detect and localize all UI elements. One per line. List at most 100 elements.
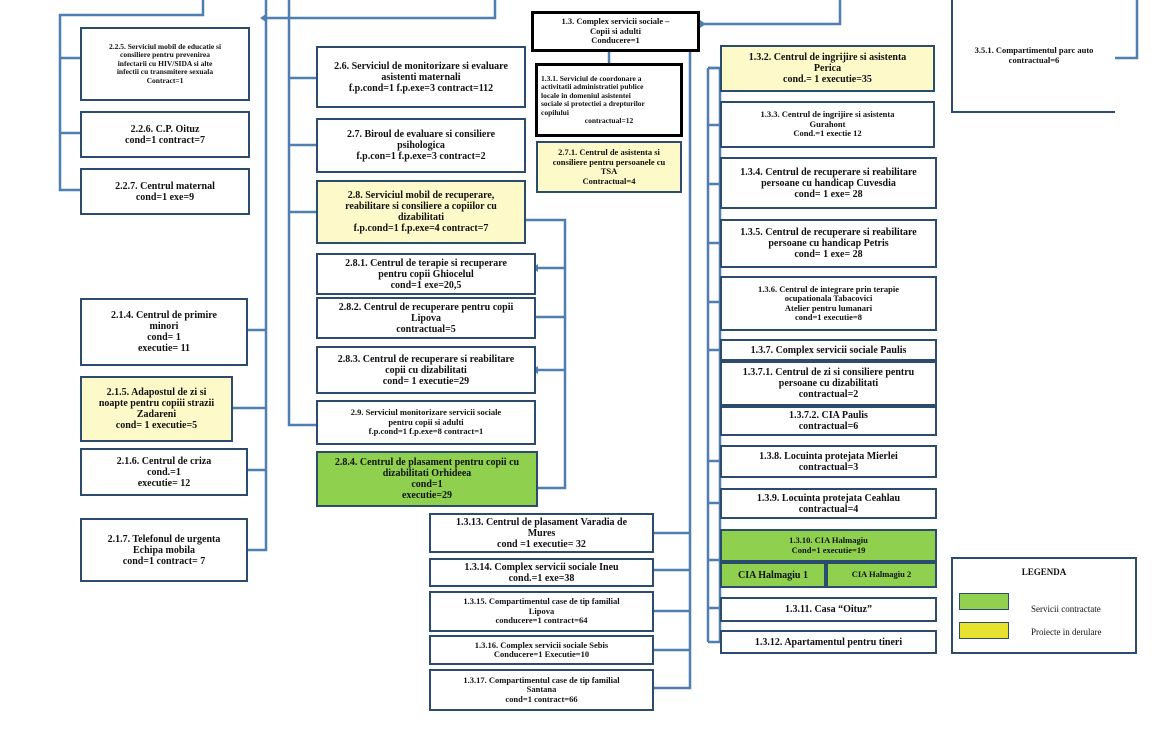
box-2-8-1-line-1: 2.8.1. Centrul de terapie si recuperare	[345, 257, 507, 269]
box-1-3-15-line-2: Lipova	[528, 605, 555, 616]
box-2-7: 2.7. Biroul de evaluare si consiliere ps…	[316, 118, 526, 173]
box-1-3-10-line-1: 1.3.10. CIA Halmagiu	[789, 535, 868, 545]
box-2-8-2: 2.8.2. Centrul de recuperare pentru copi…	[316, 297, 536, 339]
box-1-3-7-2: 1.3.7.2. CIA Paulis contractual=6	[720, 406, 937, 436]
box-2-6-line-3: f.p.cond=1 f.p.exe=3 contract=112	[348, 82, 494, 94]
box-1-3-17-line-3: cond=1 contract=66	[505, 693, 578, 704]
box-1-3-5-line-2: persoane cu handicap Petris	[768, 238, 889, 249]
box-2-9: 2.9. Serviciul monitorizare servicii soc…	[316, 400, 536, 445]
box-cia-halmagiu-2-label: CIA Halmagiu 2	[851, 569, 912, 580]
box-1-3-7-1-line-1: 1.3.7.1. Centrul de zi si consiliere pen…	[742, 367, 915, 378]
box-1-3-2-line-2: Perica	[813, 63, 842, 74]
box-2-2-7: 2.2.7. Centrul maternal cond=1 exe=9	[80, 168, 250, 215]
box-2-2-6-line-1: 2.2.6. C.P. Oituz	[130, 123, 200, 135]
box-2-8: 2.8. Serviciul mobil de recuperare, reab…	[316, 180, 526, 244]
box-1-3-12: 1.3.12. Apartamentul pentru tineri	[720, 630, 937, 654]
box-2-8-3-line-1: 2.8.3. Centrul de recuperare si reabilit…	[337, 353, 515, 365]
box-1-3-4: 1.3.4. Centrul de recuperare si reabilit…	[720, 157, 937, 209]
box-2-6: 2.6. Serviciul de monitorizare si evalua…	[316, 46, 526, 108]
box-2-8-4-line-3: cond=1	[411, 479, 443, 490]
box-1-3-3-line-3: Cond.=1 exectie 12	[793, 128, 862, 139]
box-2-7-line-1: 2.7. Biroul de evaluare si consiliere	[346, 129, 496, 140]
box-2-1-6: 2.1.6. Centrul de criza cond.=1 executie…	[80, 448, 248, 496]
box-1-3-2-line-3: cond.= 1 executie=35	[783, 74, 872, 85]
box-1-3-15-line-3: conducere=1 contract=64	[495, 615, 588, 626]
box-1-3: 1.3. Complex servicii sociale – Copii si…	[531, 11, 700, 52]
box-1-3-11: 1.3.11. Casa “Oituz”	[720, 597, 937, 622]
box-2-8-3-line-2: copii cu dizabilitati	[385, 364, 467, 376]
box-1-3-12-line-1: 1.3.12. Apartamentul pentru tineri	[754, 636, 903, 648]
box-1-3-1-line-5: copilului	[541, 107, 569, 117]
box-2-8-1-line-2: pentru copii Ghiocelul	[378, 268, 474, 280]
box-1-3-16: 1.3.16. Complex servicii sociale Sebis C…	[429, 635, 654, 665]
box-1-3-7-1: 1.3.7.1. Centrul de zi si consiliere pen…	[720, 361, 937, 406]
box-2-8-line-2: reabilitare si consiliere a copiilor cu	[345, 201, 497, 212]
box-2-8-line-4: f.p.cond=1 f.p.exe=4 contract=7	[353, 223, 489, 234]
box-1-3-3: 1.3.3. Centrul de ingrijire si asistenta…	[720, 101, 935, 148]
box-1-3-7-2-line-1: 1.3.7.2. CIA Paulis	[789, 410, 868, 421]
box-1-3-6-line-2: ocupationala Tabacovici	[784, 293, 873, 303]
box-cia-halmagiu-1: CIA Halmagiu 1	[720, 562, 826, 588]
box-2-2-7-line-1: 2.2.7. Centrul maternal	[115, 180, 215, 192]
legend-swatch-green	[959, 593, 1009, 610]
box-1-3-8-line-2: contractual=3	[798, 461, 859, 473]
box-2-7-1-line-1: 2.7.1. Centrul de asistenta si	[558, 147, 660, 157]
box-1-3-13: 1.3.13. Centrul de plasament Varadia de …	[429, 513, 654, 553]
box-2-1-5-line-3: Zadareni	[136, 409, 177, 420]
box-1-3-13-line-1: 1.3.13. Centrul de plasament Varadia de	[455, 516, 628, 528]
box-1-3-1: 1.3.1. Serviciul de coordonare a activit…	[535, 63, 683, 137]
box-2-2-6: 2.2.6. C.P. Oituz cond=1 contract=7	[80, 111, 250, 158]
box-2-8-3: 2.8.3. Centrul de recuperare si reabilit…	[316, 346, 536, 394]
box-cia-halmagiu-1-label: CIA Halmagiu 1	[737, 569, 808, 581]
box-1-3-6-line-4: cond=1 executie=8	[794, 312, 863, 322]
box-1-3-17: 1.3.17. Compartimentul case de tip famil…	[429, 669, 654, 711]
box-1-3-5-line-3: cond= 1 exe= 28	[794, 249, 863, 260]
box-2-1-5-line-1: 2.1.5. Adapostul de zi si	[106, 387, 207, 398]
box-1-3-9-line-2: contractual=4	[798, 503, 859, 515]
box-1-3-7-2-line-2: contractual=6	[798, 421, 859, 432]
box-1-3-10: 1.3.10. CIA Halmagiu Cond=1 executie=19	[720, 529, 937, 562]
box-2-1-6-line-1: 2.1.6. Centrul de criza	[116, 455, 212, 467]
box-1-3-line-1: 1.3. Complex servicii sociale –	[561, 16, 670, 27]
legend-swatch-yellow	[959, 622, 1009, 639]
box-1-3-7-line-1: 1.3.7. Complex servicii sociale Paulis	[750, 344, 907, 356]
box-2-1-6-line-3: executie= 12	[137, 477, 191, 489]
legend-title: LEGENDA	[1021, 567, 1067, 577]
box-2-8-4-line-1: 2.8.4. Centrul de plasament pentru copii…	[334, 457, 520, 468]
box-2-1-5-line-4: cond= 1 executie=5	[115, 420, 198, 431]
box-2-8-4-line-4: executie=29	[401, 490, 453, 501]
box-2-2-5-line-2: consiliere pentru prevenirea	[120, 50, 210, 60]
box-1-3-4-line-3: cond= 1 exe= 28	[794, 188, 863, 200]
box-1-3-6-line-3: Atelier pentru lumanari	[784, 302, 873, 313]
box-1-3-line-3: Conducere=1	[591, 35, 640, 46]
legend-label-yellow: Proiecte in derulare	[1031, 627, 1102, 637]
box-1-3-1-line-6: contractual=12	[584, 116, 634, 125]
box-2-1-7-line-3: cond=1 contract= 7	[122, 555, 206, 567]
box-2-2-6-line-2: cond=1 contract=7	[125, 134, 205, 146]
box-2-7-1-line-3: TSA	[600, 166, 618, 176]
box-3-5-1-line-1: 3.5.1. Compartimentul parc auto	[974, 45, 1094, 55]
box-2-1-5: 2.1.5. Adapostul de zi si noapte pentru …	[80, 376, 233, 442]
box-2-9-line-1: 2.9. Serviciul monitorizare servicii soc…	[350, 407, 502, 418]
box-1-3-8-line-1: 1.3.8. Locuinta protejata Mierlei	[759, 450, 898, 462]
box-1-3-14-line-2: cond.=1 exe=38	[508, 572, 575, 584]
box-1-3-15: 1.3.15. Compartimentul case de tip famil…	[429, 591, 654, 632]
box-1-3-6: 1.3.6. Centrul de integrare prin terapie…	[720, 276, 937, 331]
box-1-3-1-line-1: 1.3.1. Serviciul de coordonare a	[541, 73, 642, 83]
box-1-3-15-line-1: 1.3.15. Compartimentul case de tip famil…	[463, 596, 620, 607]
box-2-1-4-line-4: executie= 11	[137, 343, 191, 354]
box-1-3-4-line-2: persoane cu handicap Cuvesdia	[761, 177, 896, 189]
box-1-3-17-line-1: 1.3.17. Compartimentul case de tip famil…	[463, 674, 620, 685]
box-1-3-1-line-2: activitatii administratiei publice	[541, 82, 644, 91]
box-1-3-7-1-line-3: contractual=2	[798, 389, 859, 400]
box-2-7-1-line-2: consiliere pentru persoanele cu	[552, 156, 666, 167]
box-2-7-line-3: f.p.con=1 f.p.exe=3 contract=2	[356, 151, 486, 162]
box-2-7-line-2: psihologica	[397, 140, 445, 151]
box-3-5-1: 3.5.1. Compartimentul parc auto contract…	[951, 0, 1115, 113]
box-2-1-7-line-2: Echipa mobila	[133, 544, 195, 556]
box-1-3-1-line-3: locale in domeniul asistentei	[541, 90, 631, 100]
box-1-3-9: 1.3.9. Locuinta protejata Ceahlau contra…	[720, 488, 937, 519]
box-2-8-4-line-2: dizabilitati Orhideea	[382, 468, 472, 479]
box-1-3-9-line-1: 1.3.9. Locuinta protejata Ceahlau	[756, 492, 901, 504]
box-2-8-4: 2.8.4. Centrul de plasament pentru copii…	[316, 451, 538, 507]
